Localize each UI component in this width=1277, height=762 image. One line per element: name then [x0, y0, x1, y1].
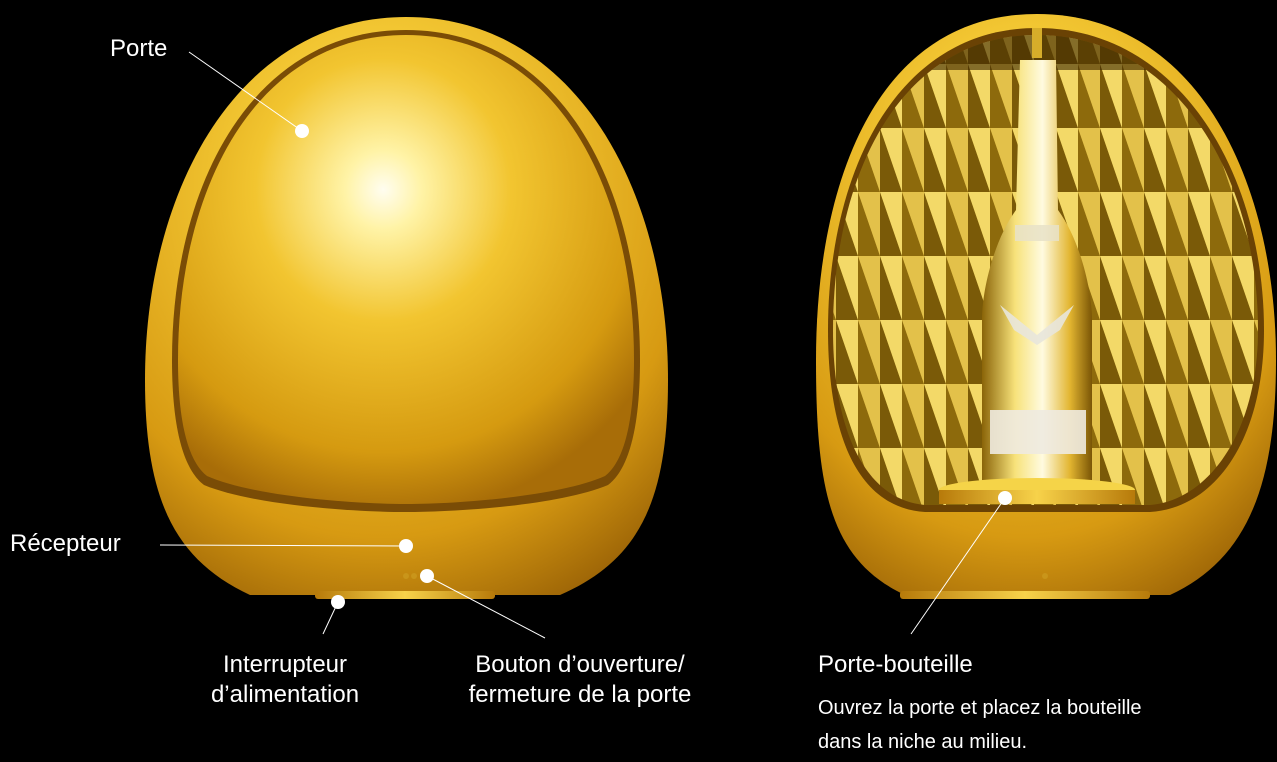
egg-closed: [145, 17, 668, 599]
power-switch-label-line1: Interrupteur: [175, 650, 395, 680]
power-switch-label: Interrupteur d’alimentation: [175, 650, 395, 710]
door-button-label-line2: fermeture de la porte: [420, 680, 740, 710]
door-button-label-line1: Bouton d’ouverture/: [420, 650, 740, 680]
instructions-text: Ouvrez la porte et placez la bouteille d…: [818, 691, 1142, 759]
egg-open: [816, 14, 1276, 599]
door-button-label: Bouton d’ouverture/ fermeture de la port…: [420, 650, 740, 710]
power-switch-label-line2: d’alimentation: [175, 680, 395, 710]
instructions-line2: dans la niche au milieu.: [818, 725, 1142, 759]
door-label: Porte: [110, 34, 167, 64]
instructions-line1: Ouvrez la porte et placez la bouteille: [818, 691, 1142, 725]
receiver-label: Récepteur: [10, 529, 121, 559]
bottle-holder-label: Porte-bouteille: [818, 650, 973, 680]
